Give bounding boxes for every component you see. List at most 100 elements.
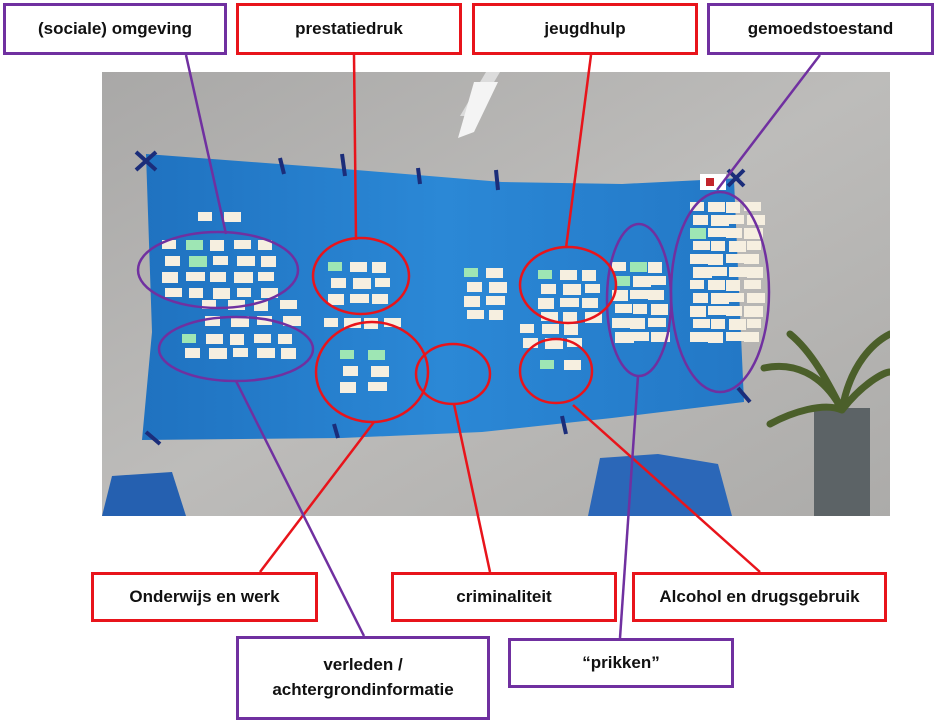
sticky-note: [162, 272, 178, 283]
sticky-note: [324, 318, 338, 327]
sticky-note: [615, 276, 630, 286]
sticky-note: [278, 334, 292, 344]
sticky-note: [542, 324, 559, 334]
sticky-note: [726, 332, 744, 341]
sticky-note: [693, 319, 710, 328]
sticky-note: [237, 256, 255, 266]
label-verleden-line1: verleden /: [323, 655, 403, 675]
sticky-note: [633, 304, 647, 314]
sticky-note: [564, 360, 581, 370]
sticky-note: [563, 284, 581, 295]
label-gemoedstoestand-text: gemoedstoestand: [747, 18, 894, 38]
sticky-note: [261, 256, 276, 267]
sticky-note: [350, 262, 367, 272]
sticky-note: [371, 366, 389, 377]
sticky-note: [209, 348, 227, 359]
sticky-note: [744, 228, 763, 239]
sticky-note: [615, 332, 634, 343]
sticky-note: [328, 262, 342, 271]
sticky-note: [711, 241, 725, 251]
sticky-note: [729, 267, 748, 277]
sticky-note: [538, 270, 552, 279]
blue-cloth: [142, 154, 744, 440]
sticky-note: [711, 215, 729, 226]
label-gemoedstoestand: gemoedstoestand: [707, 3, 934, 55]
sticky-note: [254, 334, 271, 343]
sticky-note: [744, 202, 761, 211]
sticky-note: [563, 312, 577, 322]
sticky-note: [729, 293, 744, 302]
ellipse-verleden: [157, 315, 315, 383]
sticky-note: [726, 254, 744, 263]
label-jeugdhulp: jeugdhulp: [472, 3, 698, 55]
label-alcohol-en-drugsgebruik: Alcohol en drugsgebruik: [632, 572, 887, 622]
sticky-note: [690, 306, 706, 317]
sticky-note: [545, 338, 563, 349]
sticky-note: [582, 298, 598, 308]
sticky-note: [564, 324, 578, 335]
sticky-note: [340, 350, 354, 359]
ellipse-onderwijs: [314, 320, 430, 424]
sticky-note: [231, 316, 249, 327]
sticky-note: [560, 298, 579, 307]
sticky-note: [364, 318, 378, 329]
ellipse-alcohol: [518, 337, 594, 405]
sticky-note: [747, 319, 761, 328]
sticky-note: [213, 256, 228, 265]
connector-alcohol: [572, 404, 761, 573]
sticky-note: [328, 294, 344, 305]
sticky-note: [747, 215, 765, 225]
sticky-note: [372, 294, 388, 304]
sticky-note: [726, 228, 742, 238]
sticky-note: [464, 296, 480, 307]
sticky-note: [744, 254, 759, 264]
sticky-note: [340, 382, 356, 393]
sticky-note: [747, 267, 763, 278]
sticky-note: [708, 228, 727, 237]
sticky-note: [331, 278, 346, 288]
sticky-note: [467, 310, 484, 319]
sticky-note: [210, 272, 226, 282]
sticky-note: [258, 272, 274, 281]
connector-gemoedstoestand: [716, 54, 821, 191]
sticky-note: [372, 262, 386, 273]
connector-jeugdhulp: [564, 54, 593, 249]
sticky-note: [747, 293, 765, 303]
sticky-note: [213, 288, 230, 299]
sticky-note: [612, 290, 628, 301]
sticky-note: [186, 240, 203, 250]
connector-prestatiedruk: [352, 54, 358, 241]
sticky-note: [280, 300, 297, 309]
sticky-note: [633, 332, 649, 341]
label-verleden: verleden / achtergrondinformatie: [236, 636, 490, 720]
ellipse-gemoedstoestand: [669, 190, 771, 394]
sticky-note: [523, 338, 538, 348]
sticky-note: [612, 318, 630, 328]
sticky-note: [690, 332, 708, 342]
sticky-note: [651, 304, 668, 315]
label-prestatiedruk: prestatiedruk: [236, 3, 462, 55]
ellipse-prestatiedruk: [311, 236, 411, 316]
sticky-note: [729, 319, 746, 330]
sticky-note: [633, 276, 651, 287]
sticky-note: [189, 256, 207, 267]
wall-photo: [102, 72, 890, 516]
sticky-note: [224, 212, 241, 222]
connector-onderwijs: [259, 421, 375, 573]
sticky-note: [651, 276, 666, 285]
sticky-note: [368, 350, 385, 360]
sticky-note: [189, 288, 203, 298]
sticky-note: [350, 294, 369, 303]
label-prikken: “prikken”: [508, 638, 734, 688]
sticky-note: [165, 256, 180, 266]
sticky-note: [615, 304, 632, 313]
sticky-notes: [162, 202, 765, 393]
sticky-note: [257, 348, 275, 358]
label-prikken-text: “prikken”: [582, 652, 660, 672]
ellipse-prikken: [605, 222, 673, 378]
sticky-note: [540, 360, 554, 369]
sticky-note: [210, 240, 224, 251]
sticky-note: [726, 202, 740, 213]
sticky-note: [648, 290, 664, 300]
label-alcohol-en-drugsgebruik-text: Alcohol en drugsgebruik: [659, 586, 860, 606]
